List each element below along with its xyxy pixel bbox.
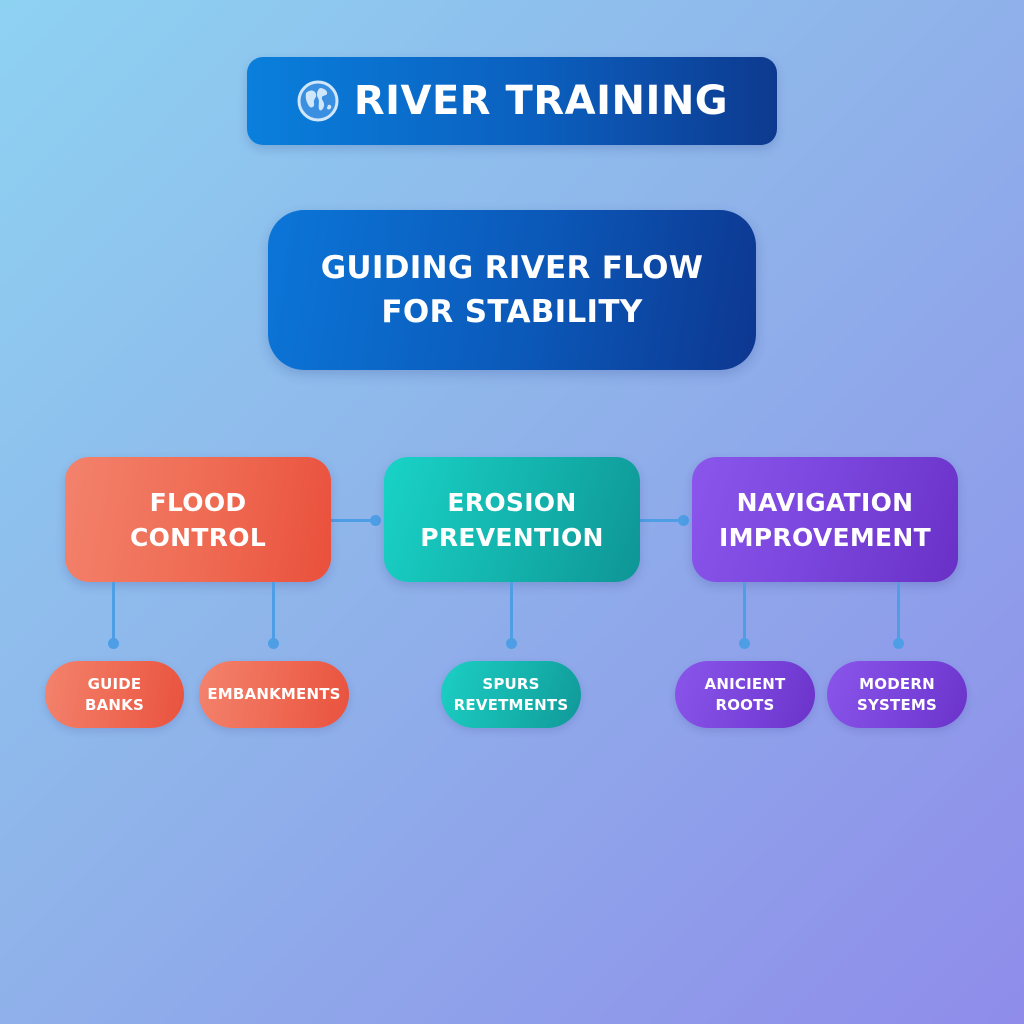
leaf-modern-systems: MODERN SYSTEMS xyxy=(827,661,967,728)
connector-navigation-modern xyxy=(897,582,900,642)
connector-dot xyxy=(893,638,904,649)
leaf-label: GUIDE xyxy=(87,674,142,693)
globe-icon xyxy=(297,80,339,122)
category-label: FLOOD xyxy=(149,487,247,517)
leaf-label: MODERN xyxy=(859,674,935,693)
connector-erosion-spurs xyxy=(510,582,513,642)
leaf-label: ROOTS xyxy=(715,695,775,714)
connector-dot xyxy=(506,638,517,649)
leaf-embankments: EMBANKMENTS xyxy=(199,661,349,728)
leaf-label: EMBANKMENTS xyxy=(207,685,341,703)
category-label: IMPROVEMENT xyxy=(719,522,931,552)
subtitle-line-2: FOR STABILITY xyxy=(381,294,643,330)
category-flood-control: FLOOD CONTROL xyxy=(65,457,331,582)
title-banner: RIVER TRAINING xyxy=(247,57,777,145)
leaf-label: REVETMENTS xyxy=(453,695,569,714)
leaf-guide-banks: GUIDE BANKS xyxy=(45,661,184,728)
leaf-ancient-roots: ANICIENT ROOTS xyxy=(675,661,815,728)
leaf-spurs-revetments: SPURS REVETMENTS xyxy=(441,661,581,728)
central-concept-node: GUIDING RIVER FLOW FOR STABILITY xyxy=(268,210,756,370)
category-label: CONTROL xyxy=(129,522,267,552)
connector-navigation-ancient xyxy=(743,582,746,642)
page-title: RIVER TRAINING xyxy=(353,78,729,124)
category-navigation-improvement: NAVIGATION IMPROVEMENT xyxy=(692,457,958,582)
connector-flood-embankments xyxy=(272,582,275,642)
category-erosion-prevention: EROSION PREVENTION xyxy=(384,457,640,582)
subtitle-line-1: GUIDING RIVER FLOW xyxy=(320,250,704,286)
leaf-label: ANICIENT xyxy=(704,674,786,693)
connector-erosion-navigation xyxy=(640,519,684,522)
connector-flood-erosion xyxy=(331,519,377,522)
connector-dot xyxy=(739,638,750,649)
leaf-label: BANKS xyxy=(84,695,145,714)
category-label: EROSION xyxy=(447,487,577,517)
category-label: PREVENTION xyxy=(420,522,604,552)
connector-dot xyxy=(108,638,119,649)
category-label: NAVIGATION xyxy=(736,487,914,517)
connector-dot xyxy=(678,515,689,526)
connector-dot xyxy=(268,638,279,649)
connector-flood-guide-banks xyxy=(112,582,115,642)
connector-dot xyxy=(370,515,381,526)
leaf-label: SPURS xyxy=(482,674,540,693)
leaf-label: SYSTEMS xyxy=(856,695,938,714)
